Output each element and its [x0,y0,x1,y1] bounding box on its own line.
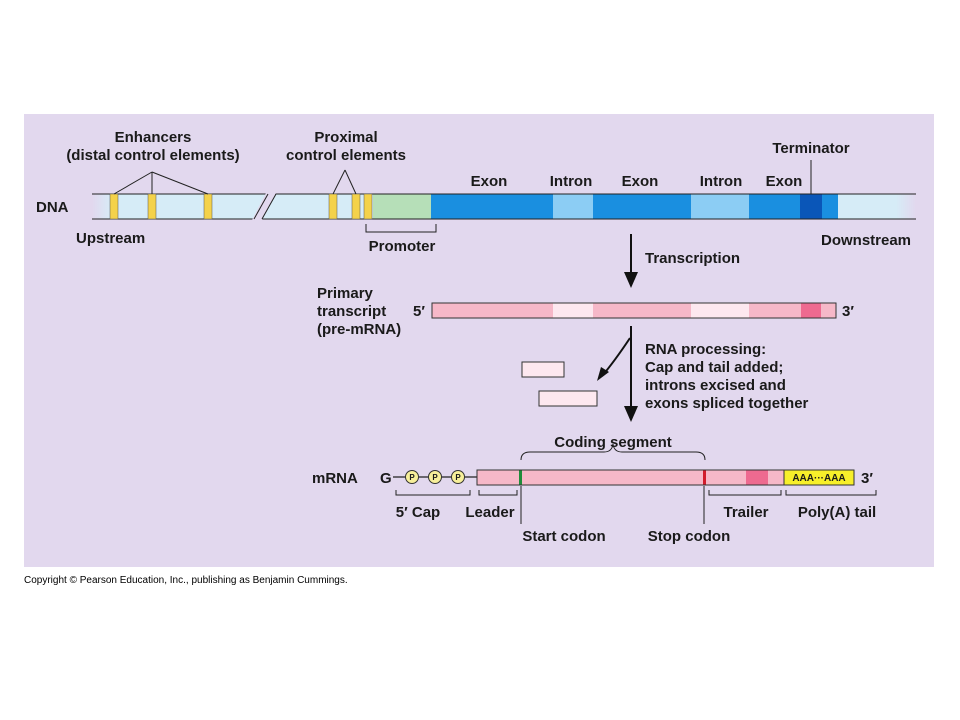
pre-mrna-intron-1 [553,303,593,318]
phosphate-2 [428,470,442,484]
dna-exon-2 [593,194,691,219]
leader-label: Leader [465,504,514,521]
three-prime-label-primary: 3′ [842,303,854,320]
enhancer-element-2 [147,193,157,220]
pre-mrna-exon-3 [749,303,801,318]
intron-label-2: Intron [700,173,743,190]
phosphate-2-label: P [432,473,438,482]
mrna-trailer-dark [746,470,768,485]
rna-processing-line3: exons spliced together [645,395,809,412]
dna-fade-right [896,194,916,219]
five-prime-cap-label: 5′ Cap [396,504,440,521]
five-prime-label-primary: 5′ [413,303,425,320]
coding-segment-brace [520,443,706,461]
poly-a-tail-label: Poly(A) tail [798,504,876,521]
proximal-element-3 [363,193,373,220]
downstream-label: Downstream [821,232,911,249]
dna-fade-left [92,194,112,219]
promoter-bracket [365,224,437,233]
mrna-label: mRNA [312,470,358,487]
rna-processing-line2: introns excised and [645,377,786,394]
exon-label-2: Exon [622,173,659,190]
stop-codon-mark [703,470,706,485]
proximal-pointers [332,169,357,195]
primary-transcript [431,302,837,319]
three-prime-label-mrna: 3′ [861,470,873,487]
exon-label-3: Exon [766,173,803,190]
transcription-label: Transcription [645,250,740,267]
dna-intron-1 [553,194,593,219]
pre-mrna-intron-2 [691,303,749,318]
dna-exon-3-tail [822,194,838,219]
dna-label: DNA [36,199,69,216]
pre-mrna-terminal [801,303,821,318]
upstream-label: Upstream [76,230,145,247]
mrna-brackets [395,490,877,496]
enhancers-label-line1: Enhancers [115,129,192,146]
proximal-label-line2: control elements [286,147,406,164]
phosphate-1-label: P [409,473,415,482]
mrna-trailer [706,470,746,485]
enhancer-element-1 [109,193,119,220]
dna-strand [92,193,916,220]
cap-g-label: G [380,470,392,487]
phosphate-3-label: P [455,473,461,482]
dna-intron-2 [691,194,749,219]
proximal-element-2 [351,193,361,220]
poly-a-sequence: AAA···AAA [792,473,845,484]
poly-a-tail [783,469,855,486]
dna-exon-3 [749,194,800,219]
pre-mrna-exon-2 [593,303,691,318]
mrna-leader [477,470,520,485]
copyright-notice: Copyright © Pearson Education, Inc., pub… [24,575,348,586]
mrna-trailer-end [768,470,784,485]
dna-break [252,193,276,220]
transcription-arrow [624,234,638,288]
terminator-label: Terminator [772,140,849,157]
enhancer-element-3 [203,193,213,220]
promoter-label: Promoter [369,238,436,255]
exon-label-1: Exon [471,173,508,190]
codon-pointers [520,486,705,524]
pre-mrna-exon-1 [432,303,553,318]
five-prime-cap: P P P [393,470,477,484]
enhancers-label-line2: (distal control elements) [66,147,239,164]
primary-transcript-label-line3: (pre-mRNA) [317,321,401,338]
proximal-label-line1: Proximal [314,129,377,146]
coding-segment-label: Coding segment [554,434,672,451]
mature-mrna: AAA···AAA [476,469,855,486]
dna-exon-1 [431,194,553,219]
phosphate-1 [405,470,419,484]
intron-label-1: Intron [550,173,593,190]
proximal-element-1 [328,193,338,220]
dna-upstream-segment [110,194,265,219]
start-codon-label: Start codon [522,528,605,545]
trailer-label: Trailer [723,504,768,521]
promoter-region [373,194,431,219]
enhancer-pointers [113,171,209,195]
terminator-region [800,194,822,219]
excised-intron-1 [521,361,565,378]
rna-processing-line1: Cap and tail added; [645,359,783,376]
primary-transcript-label-line1: Primary [317,285,374,302]
stop-codon-label: Stop codon [648,528,731,545]
start-codon-mark [519,470,522,485]
phosphate-3 [451,470,465,484]
dna-downstream-segment [838,194,898,219]
pre-mrna-end [821,303,836,318]
mrna-coding-region [522,470,703,485]
excised-intron-2 [538,390,598,407]
rna-processing-title: RNA processing: [645,341,766,358]
primary-transcript-label-line2: transcript [317,303,386,320]
rna-processing-arrow [597,326,638,422]
